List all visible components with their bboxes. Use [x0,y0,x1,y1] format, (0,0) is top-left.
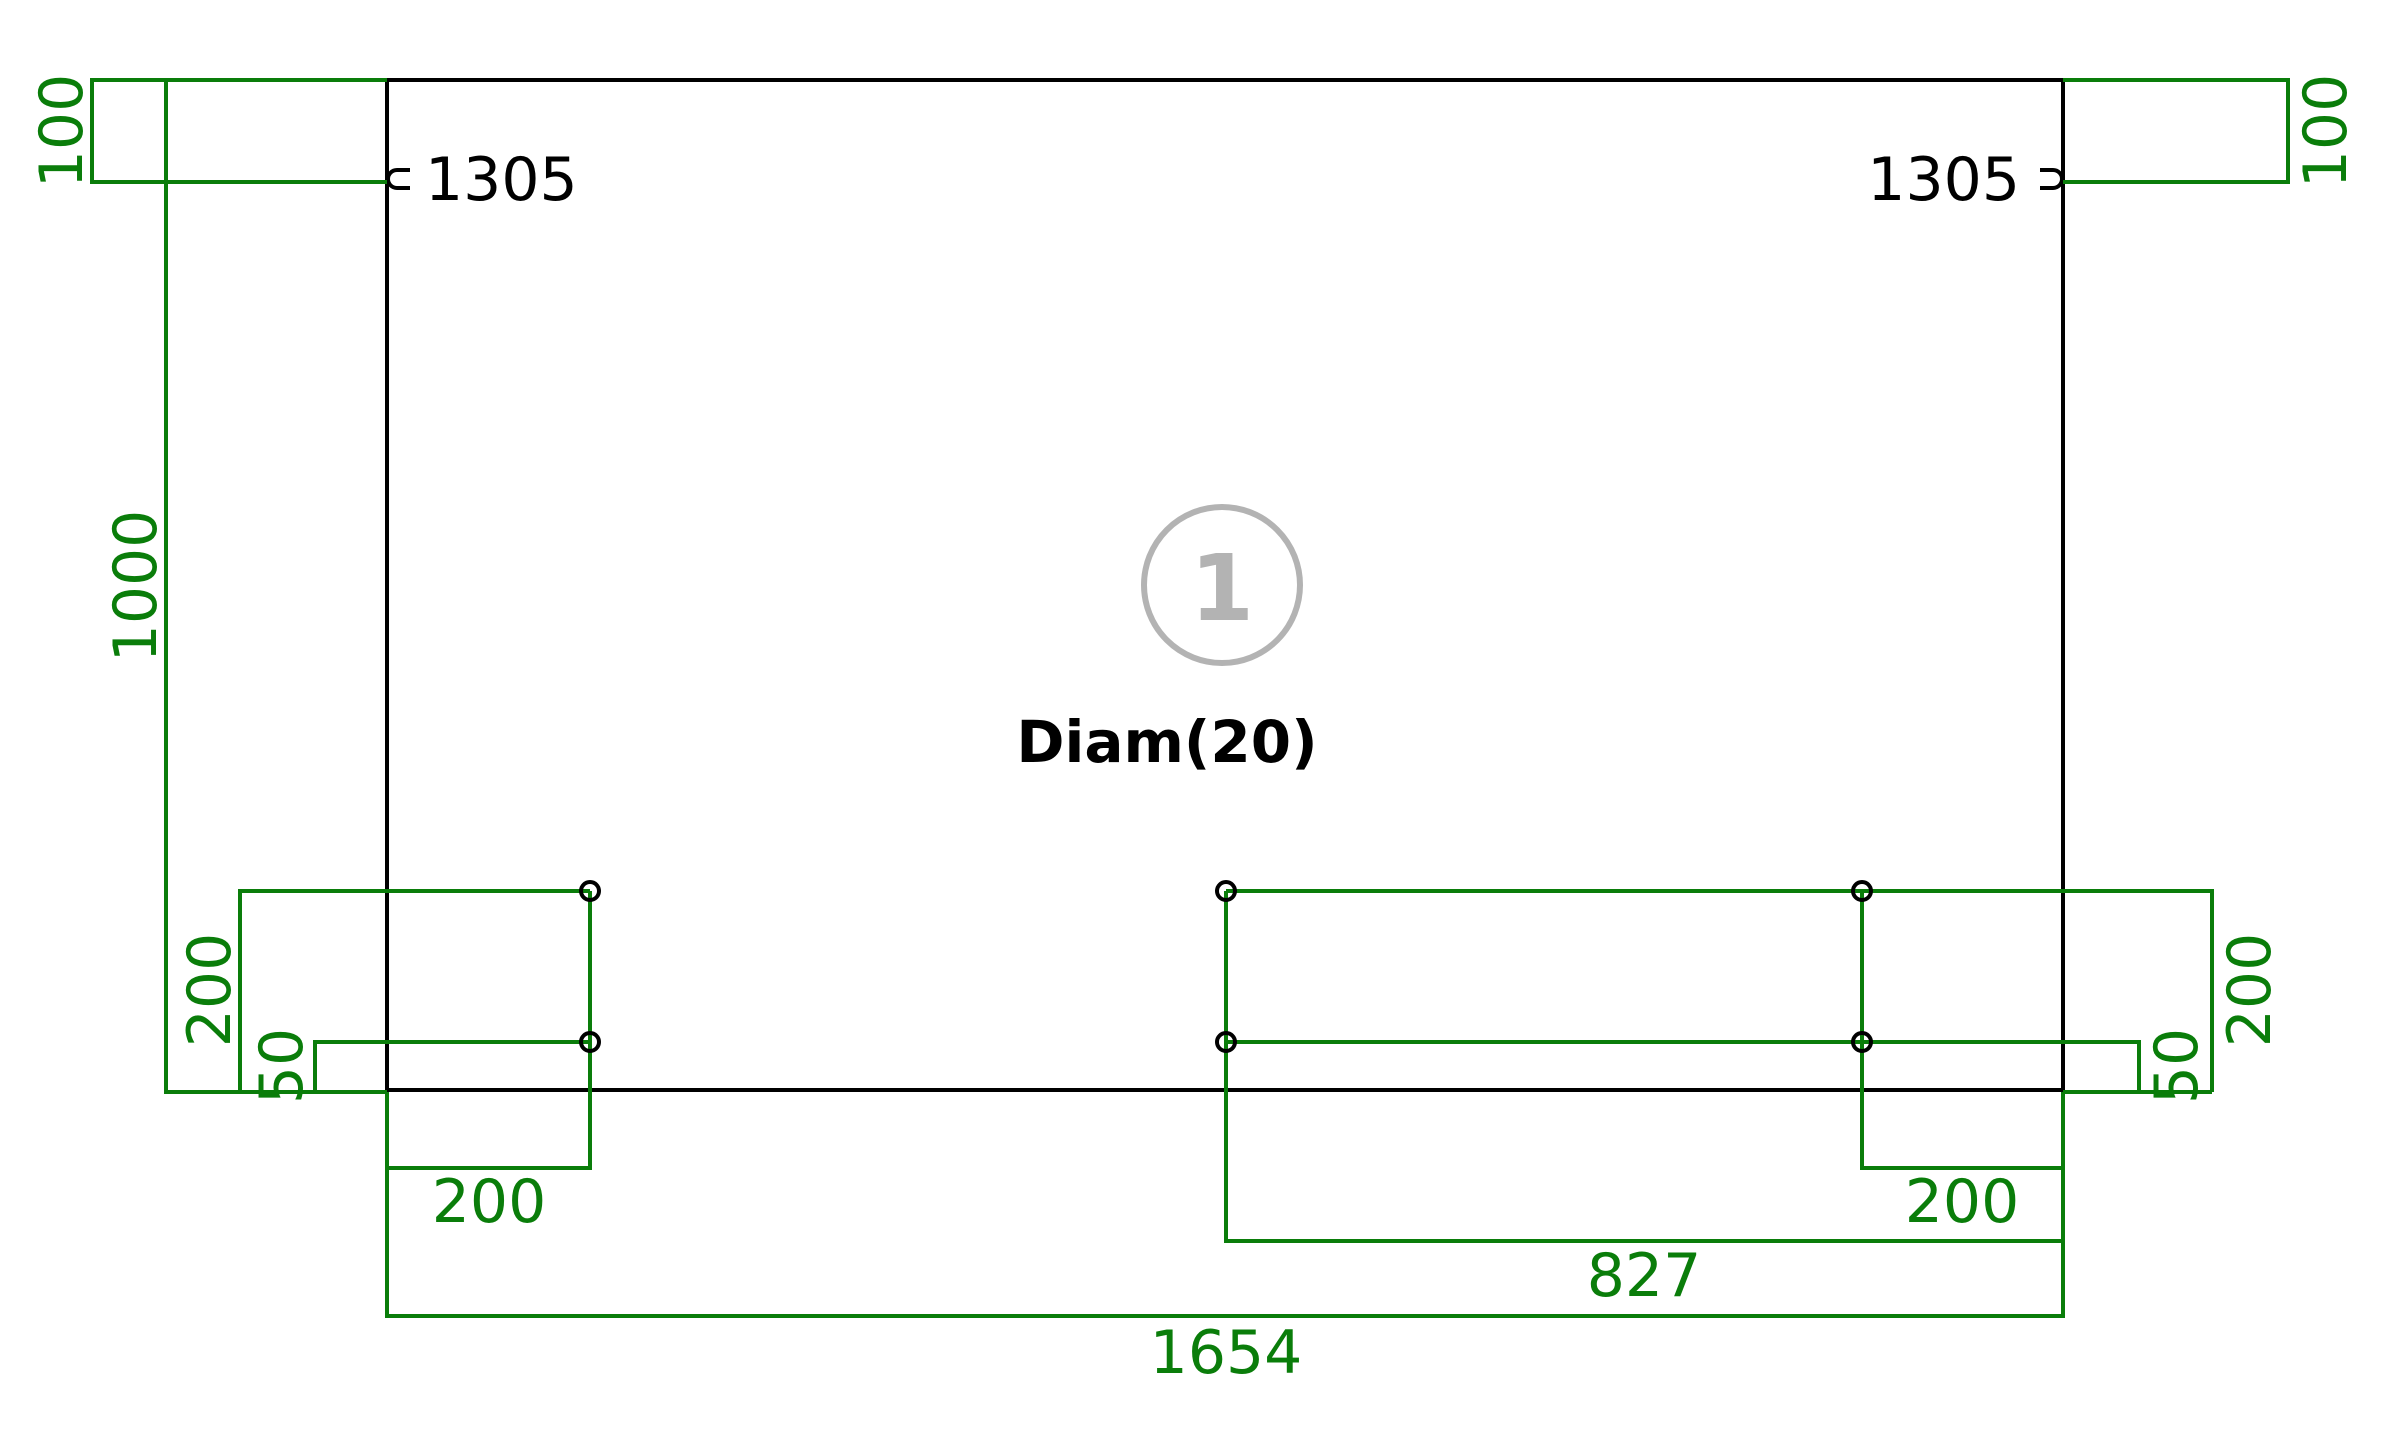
edge-ref-right: 1305 [1867,145,2064,215]
hole [1851,880,1873,902]
edge-ref-left-symbol [386,168,410,190]
dimension-lines [90,78,2290,1318]
dim-line-hole-x-left [385,891,592,1170]
dim-top-offset-right: 100 [2291,74,2361,189]
dim-hole-x-right: 200 [1905,1167,2020,1237]
panel-number-badge: 1 [1141,504,1303,666]
dim-hole-row-lower-right: 50 [2142,1028,2212,1104]
dim-hole-row-upper-right: 200 [2215,933,2285,1048]
dim-line-height [164,78,387,1094]
dim-hole-x-center: 827 [1587,1241,1702,1311]
dim-line-top-offset-right [2063,78,2290,184]
hole-diameter-label: Diam(20) [1016,708,1317,776]
badge-circle [1141,504,1303,666]
dim-top-offset-left: 100 [27,74,97,189]
holes [579,880,1873,1053]
dim-line-top-offset-left [90,78,387,184]
dim-line-hole-row-lower-left [313,1040,590,1092]
hole [579,1031,601,1053]
dim-line-hole-row-lower-right [1226,1040,2141,1092]
dim-width: 1654 [1150,1318,1303,1388]
dim-line-hole-x-right [1860,891,2065,1170]
badge-number: 1 [1190,535,1254,642]
edge-ref-right-symbol [2040,168,2064,190]
dim-line-hole-row-upper-left [238,889,590,1092]
hole [1215,880,1237,902]
dim-height: 1000 [101,510,171,663]
dim-hole-x-left: 200 [432,1167,547,1237]
edge-ref-left-value: 1305 [425,145,578,215]
dim-line-hole-x-center [1224,891,2063,1243]
dim-hole-row-lower-left: 50 [247,1028,317,1104]
hole [1215,1031,1237,1053]
dimension-labels: 100 100 1000 200 50 200 50 200 200 827 1… [27,74,2361,1388]
dim-line-hole-row-upper-right [1226,889,2214,1092]
hole [579,880,601,902]
dim-hole-row-upper-left: 200 [175,933,245,1048]
hole [1851,1031,1873,1053]
edge-ref-right-value: 1305 [1867,145,2020,215]
edge-ref-left: 1305 [386,145,578,215]
dim-line-width [385,1092,2065,1318]
